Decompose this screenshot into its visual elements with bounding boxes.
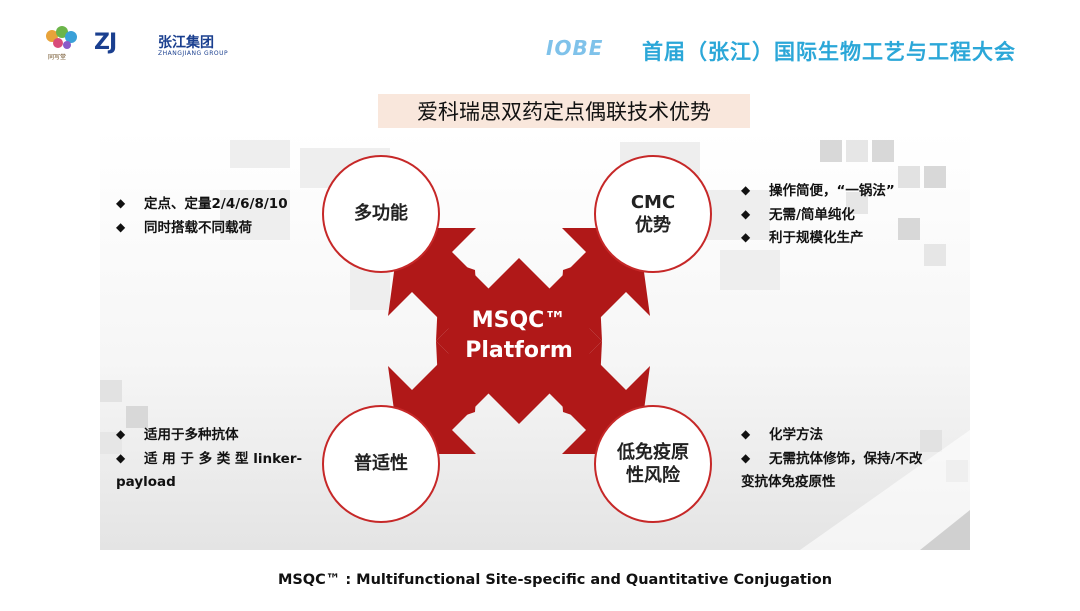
circle-label-line1: CMC [630,191,676,213]
bullet-continuation: payload [116,471,316,495]
arrow-top-left [388,228,515,355]
footnote: MSQC™ : Multifunctional Site-specific an… [277,572,833,588]
diamond-bullet-icon: ◆ [116,196,126,210]
flower-logo-icon [46,26,77,49]
bullets-low-immunogenicity: ◆ 化学方法 ◆ 无需抗体修饰，保持/不改 变抗体免疫原性 [741,424,971,495]
circle-multifunction: 多功能 [322,155,440,273]
diamond-bullet-icon: ◆ [116,427,126,441]
circle-label-line2: 优势 [635,215,671,236]
bullet-item: ◆ 适 用 于 多 类 型 linker- [116,448,316,472]
bullet-text: payload [116,474,176,491]
diamond-bullet-icon: ◆ [116,450,126,465]
diamond-bullet-icon: ◆ [741,206,751,221]
circle-label-line1: 低免疫原 [617,441,689,463]
bullet-text: 操作简便，“一锅法” [769,183,895,199]
bullets-multifunction: ◆ 定点、定量2/4/6/8/10 ◆ 同时搭载不同载荷 [116,193,288,240]
content-panel [100,130,970,550]
bullets-cmc: ◆ 操作简便，“一锅法” ◆ 无需/简单纯化 ◆ 利于规模化生产 [741,180,895,251]
conference-logo: IOBE [546,36,604,60]
bullet-text: 无需抗体修饰，保持/不改 [769,450,923,467]
circle-cmc: CMC 优势 [594,155,712,273]
bullet-text: 定点、定量2/4/6/8/10 [144,196,288,212]
circle-universality: 普适性 [322,405,440,523]
bullet-item: ◆ 无需抗体修饰，保持/不改 [741,448,971,472]
bullet-text: 无需/简单纯化 [769,206,855,223]
bullet-continuation: 变抗体免疫原性 [741,471,971,495]
slide-subtitle: 爱科瑞思双药定点偶联技术优势 [378,94,750,128]
diamond-bullet-icon: ◆ [741,183,751,197]
diamond-bullet-icon: ◆ [741,450,751,465]
diamond-bullet-icon: ◆ [116,219,126,234]
bullet-item: ◆ 操作简便，“一锅法” [741,180,895,204]
diamond-bullet-icon: ◆ [741,427,751,441]
bullet-text: 适用于多种抗体 [144,427,239,443]
flower-logo-text: 同写堂 [48,54,67,61]
bullet-item: ◆ 定点、定量2/4/6/8/10 [116,193,288,217]
circle-label: 普适性 [354,453,408,475]
platform-subname: Platform [465,337,573,363]
bullet-text: 利于规模化生产 [769,230,864,247]
group-name-en: ZHANGJIANG GROUP [158,50,229,57]
platform-label: MSQC™ Platform [434,306,604,365]
bullet-text: 变抗体免疫原性 [741,474,836,491]
bullets-universality: ◆ 适用于多种抗体 ◆ 适 用 于 多 类 型 linker- payload [116,424,316,495]
bullet-item: ◆ 适用于多种抗体 [116,424,316,448]
bullet-item: ◆ 利于规模化生产 [741,227,895,251]
bullet-item: ◆ 化学方法 [741,424,971,448]
circle-low-immunogenicity: 低免疫原 性风险 [594,405,712,523]
bullet-item: ◆ 同时搭载不同载荷 [116,217,288,241]
bullet-text: 化学方法 [769,427,823,443]
group-name-cn: 张江集团 [158,35,214,51]
circle-label: 多功能 [354,203,408,225]
bullet-text: 同时搭载不同载荷 [144,219,252,236]
header-logos: 同写堂 ZJ 张江集团 ZHANGJIANG GROUP [38,26,238,64]
group-mark: ZJ [94,30,117,55]
bullet-text: 适 用 于 多 类 型 linker- [144,450,303,467]
platform-name: MSQC™ [471,308,567,333]
circle-label-line2: 性风险 [626,465,680,486]
conference-title: 首届（张江）国际生物工艺与工程大会 [642,40,1016,64]
bullet-item: ◆ 无需/简单纯化 [741,204,895,228]
diamond-bullet-icon: ◆ [741,230,751,245]
